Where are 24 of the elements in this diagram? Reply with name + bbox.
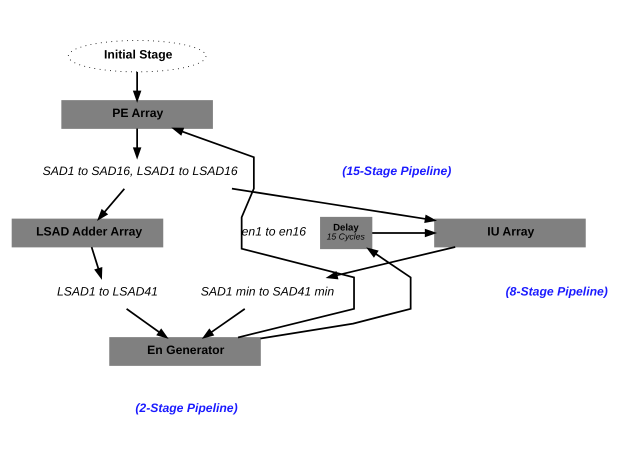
arrow [171,128,355,338]
arrow [96,188,125,221]
arrow [126,308,169,339]
label: (15-Stage Pipeline) [342,164,452,178]
arrow [232,188,437,224]
arrow [132,72,142,103]
arrow [202,308,246,339]
node-text: LSAD1 to LSAD41 [56,284,158,298]
node-text: SAD1 min to SAD41 min [200,284,334,298]
node-box: LSAD Adder Array [12,218,164,248]
node-box: PE Array [61,100,213,129]
edge-label: en1 to en16 [242,224,306,238]
node-box: IU Array [434,218,586,248]
node-ellipse: Initial Stage [68,40,206,72]
node-box: En Generator [109,337,261,366]
arrow [90,246,102,280]
node-text: SAD1 to SAD16, LSAD1 to LSAD16 [42,164,238,178]
label: (8-Stage Pipeline) [506,284,608,298]
arrow [326,246,456,280]
node-box: Delay 15 Cycles [320,216,372,250]
arrow [132,128,142,160]
label: (2-Stage Pipeline) [135,401,238,416]
arrow [372,228,438,238]
arrow [260,247,412,340]
